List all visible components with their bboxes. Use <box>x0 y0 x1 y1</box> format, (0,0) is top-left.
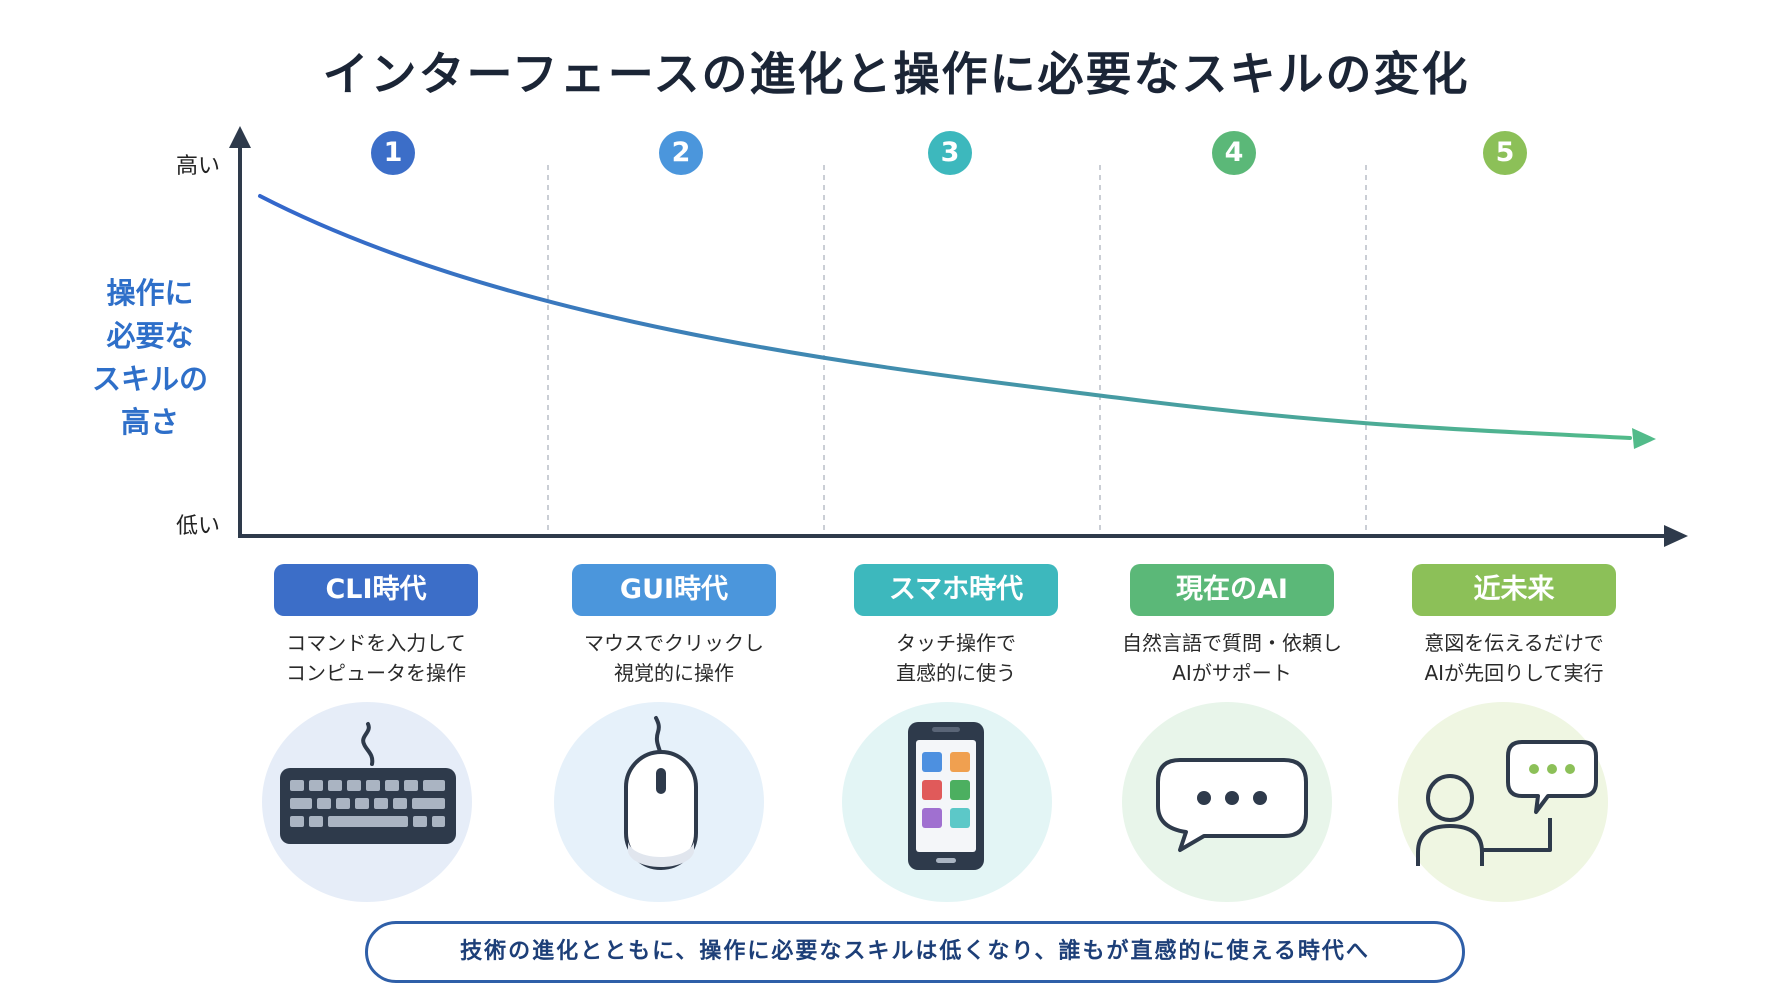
stage-desc-line: 視覚的に操作 <box>614 661 734 685</box>
y-axis-title-line: スキルの <box>91 362 208 396</box>
y-axis-title-line: 必要な <box>106 319 194 353</box>
stage-number: 3 <box>928 131 972 175</box>
stage-number: 1 <box>371 131 415 175</box>
stage-desc-line: AIが先回りして実行 <box>1424 661 1604 685</box>
stage-label-current-ai: 現在のAI <box>1130 564 1334 616</box>
stage-number: 2 <box>659 131 703 175</box>
stage-desc-line: 直感的に使う <box>896 661 1016 685</box>
chat-bubble-icon <box>1156 758 1308 852</box>
smartphone-icon <box>908 722 984 870</box>
stage-icon-circle <box>262 702 472 902</box>
skill-curve-chart <box>229 126 1688 547</box>
y-axis-title-line: 操作に <box>106 276 194 310</box>
stage-desc-line: 意図を伝えるだけで <box>1424 631 1604 655</box>
stage-description: マウスでクリックし 視覚的に操作 <box>544 628 804 688</box>
stage-desc-line: コマンドを入力して <box>286 631 466 655</box>
stage-icon-circle <box>842 702 1052 902</box>
y-axis-title: 操作に 必要な スキルの 高さ <box>60 272 240 444</box>
stage-description: コマンドを入力して コンピュータを操作 <box>246 628 506 688</box>
stage-icon-circle <box>1398 702 1608 902</box>
stage-label-cli: CLI時代 <box>274 564 478 616</box>
stage-description: タッチ操作で 直感的に使う <box>826 628 1086 688</box>
keyboard-icon <box>280 722 456 844</box>
x-axis-arrow <box>1664 525 1688 547</box>
y-axis-arrow <box>229 126 251 148</box>
stage-desc-line: コンピュータを操作 <box>286 661 466 685</box>
stage-icon-circle <box>554 702 764 902</box>
stage-icon-circle <box>1122 702 1332 902</box>
stage-desc-line: タッチ操作で <box>896 631 1016 655</box>
stage-label-gui: GUI時代 <box>572 564 776 616</box>
y-axis-high-label: 高い <box>175 154 220 179</box>
stage-number: 5 <box>1483 131 1527 175</box>
stage-desc-line: 自然言語で質問・依頼し <box>1122 631 1342 655</box>
y-axis-title-line: 高さ <box>120 405 179 439</box>
stage-label-smartphone: スマホ時代 <box>854 564 1058 616</box>
y-axis-low-label: 低い <box>175 514 220 539</box>
stage-description: 自然言語で質問・依頼し AIがサポート <box>1102 628 1362 688</box>
stage-desc-line: AIがサポート <box>1172 661 1292 685</box>
stage-desc-line: マウスでクリックし <box>584 631 764 655</box>
skill-curve-arrow <box>1632 428 1656 449</box>
person-chat-icon <box>1416 740 1598 866</box>
page-title: インターフェースの進化と操作に必要なスキルの変化 <box>322 47 1470 101</box>
stage-label-near-future: 近未来 <box>1412 564 1616 616</box>
skill-curve <box>258 194 1632 440</box>
stage-description: 意図を伝えるだけで AIが先回りして実行 <box>1384 628 1644 688</box>
mouse-icon <box>624 716 698 870</box>
stage-number: 4 <box>1212 131 1256 175</box>
summary-box: 技術の進化とともに、操作に必要なスキルは低くなり、誰もが直感的に使える時代へ <box>365 921 1465 983</box>
